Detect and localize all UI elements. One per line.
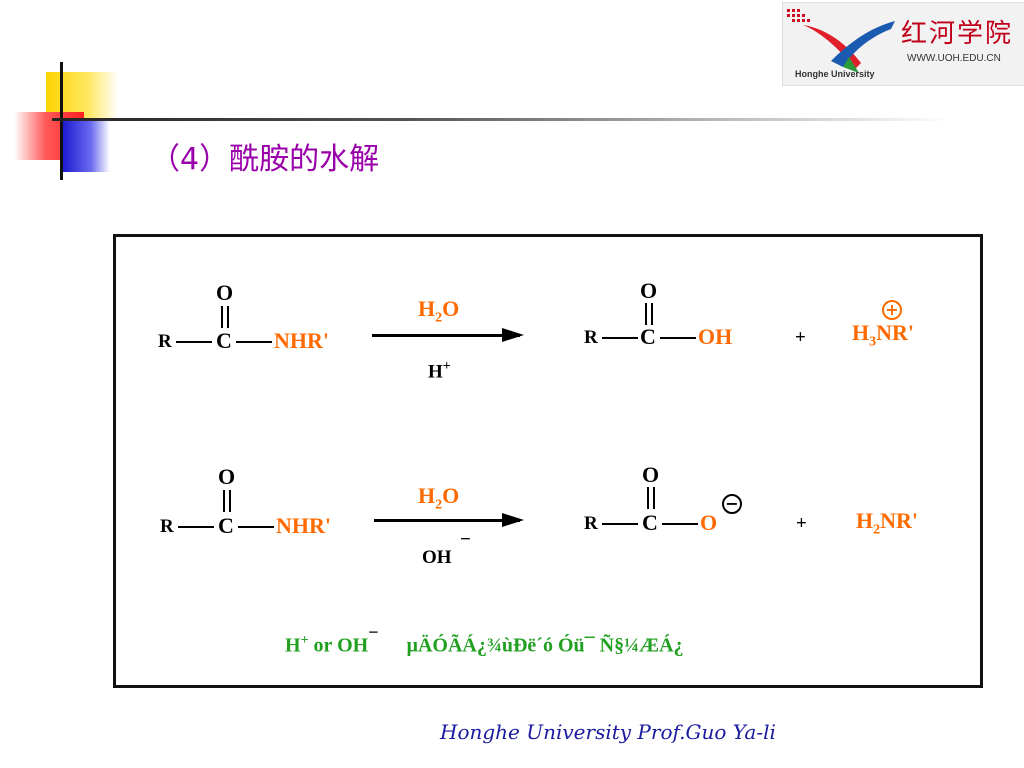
- logo-chinese-name: 红河学院: [901, 19, 1014, 49]
- r1-product-r: R: [584, 327, 598, 348]
- r2-product-bond-c-o: [662, 523, 698, 525]
- r2-bond-c-n: [238, 526, 274, 528]
- r1-reagent-water: H2O: [418, 296, 460, 326]
- note-lead: H: [285, 634, 301, 657]
- r2-reagent-base: OH: [422, 547, 452, 568]
- r1-reactant-carbon: C: [216, 328, 232, 353]
- reaction-box: [113, 234, 983, 688]
- corner-decoration-blue: [62, 120, 110, 172]
- r2-product-double-bond-b: [653, 487, 655, 509]
- university-logo: 红河学院 WWW.UOH.EDU.CN Honghe University: [782, 2, 1024, 86]
- r1-reactant-r: R: [158, 331, 172, 352]
- r1-positive-charge-icon: +: [882, 300, 902, 320]
- r1-product-double-bond-a: [645, 303, 647, 325]
- r2-reaction-arrow: [374, 513, 524, 527]
- r1-bond-r-c: [176, 341, 212, 343]
- r2-reactant-oxygen: O: [218, 464, 236, 489]
- r1-bond-c-n: [236, 341, 272, 343]
- r1-plus-sign: +: [795, 327, 806, 348]
- r1-product-amine: H3NR': [852, 320, 915, 350]
- reagent-amount-note: H+ or OH− µÄÓÃÁ¿¾ùÐë´ó Óü¯ Ñ§¼ÆÁ¿: [285, 622, 684, 658]
- r1-product-group: OH: [698, 324, 733, 349]
- r2-product-carbon: C: [642, 510, 658, 535]
- r1-reactant-oxygen: O: [216, 280, 234, 305]
- r2-plus-sign: +: [796, 513, 807, 534]
- note-or-text: or OH: [308, 634, 369, 657]
- r2-product-oxygen: O: [642, 462, 660, 487]
- r1-double-bond-b: [227, 306, 229, 328]
- r1-double-bond-a: [221, 306, 223, 328]
- r1-product-double-bond-b: [651, 303, 653, 325]
- r2-reagent-water: H2O: [418, 483, 460, 513]
- r1-product-bond-r-c: [602, 337, 638, 339]
- note-lead-sup: +: [300, 633, 309, 648]
- r2-double-bond-a: [223, 490, 225, 512]
- logo-english-name: Honghe University: [795, 69, 875, 79]
- corner-vertical-line: [60, 62, 63, 180]
- r2-reactant-r: R: [160, 516, 174, 537]
- r2-reagent-charge: −: [460, 529, 471, 550]
- slide-footer: Honghe University Prof.Guo Ya-li: [440, 720, 776, 744]
- r1-product-carbon: C: [640, 324, 656, 349]
- r2-double-bond-b: [229, 490, 231, 512]
- r1-reagent-acid: H+: [428, 359, 451, 383]
- r1-product-oxygen: O: [640, 278, 658, 303]
- r1-reactant-group: NHR': [274, 328, 329, 353]
- r2-product-r: R: [584, 513, 598, 534]
- r2-reactant-group: NHR': [276, 513, 331, 538]
- r2-negative-charge-icon: −: [722, 494, 742, 514]
- r2-product-bond-r-c: [602, 523, 638, 525]
- header-divider-line: [52, 118, 952, 121]
- logo-url: WWW.UOH.EDU.CN: [907, 53, 1001, 64]
- r1-product-bond-c-o: [660, 337, 696, 339]
- slide-title: （4）酰胺的水解: [150, 142, 380, 177]
- note-oh-charge: −: [368, 622, 379, 642]
- r1-reaction-arrow: [372, 328, 524, 342]
- r2-product-double-bond-a: [647, 487, 649, 509]
- r2-reactant-carbon: C: [218, 513, 234, 538]
- logo-emblem-icon: [787, 9, 895, 73]
- r2-bond-r-c: [178, 526, 214, 528]
- note-garbled-text: µÄÓÃÁ¿¾ùÐë´ó Óü¯ Ñ§¼ÆÁ¿: [406, 634, 684, 657]
- r2-product-amine: H2NR': [856, 508, 919, 538]
- r2-product-group: O: [700, 510, 718, 535]
